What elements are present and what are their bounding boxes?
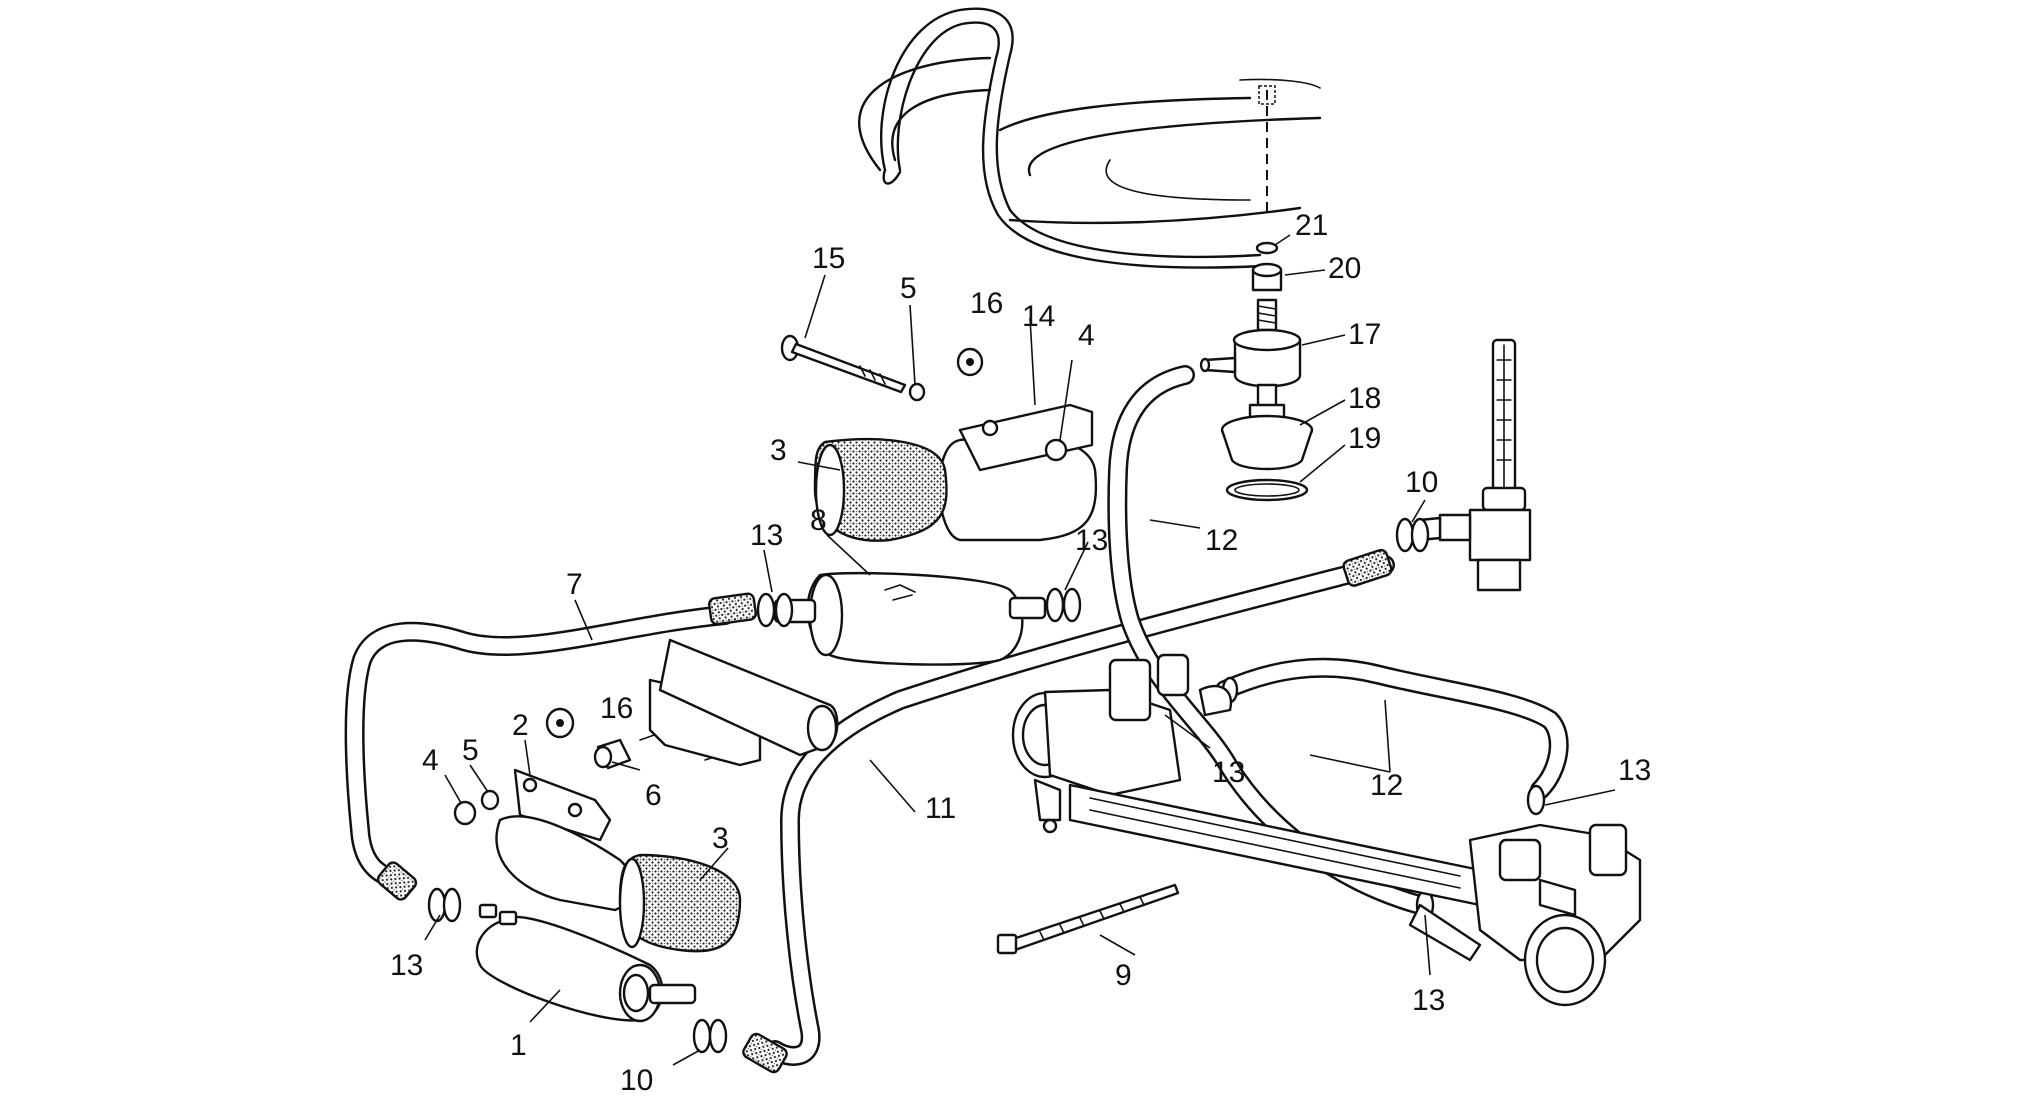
- callout-3-lower: 3: [712, 822, 729, 855]
- callout-18: 18: [1348, 382, 1381, 415]
- callout-5-lower: 5: [462, 734, 479, 767]
- callout-10-top: 10: [1405, 466, 1438, 499]
- callout-4-lower: 4: [422, 744, 439, 777]
- callout-13-lower-left: 13: [390, 949, 423, 982]
- callout-8: 8: [810, 504, 827, 537]
- callout-labels: 21 20 17 18 19 10 12 12 13 13 13 13 13 8…: [390, 209, 1651, 1097]
- callout-2: 2: [512, 709, 529, 742]
- carburettor-left: [1011, 653, 1233, 834]
- callout-10-bottom: 10: [620, 1064, 653, 1093]
- cable-tie-9: [996, 883, 1180, 955]
- callout-4-upper: 4: [1078, 319, 1095, 352]
- washer-5-lower: [480, 789, 500, 811]
- callout-14: 14: [1022, 300, 1055, 333]
- callout-13-right: 13: [1618, 754, 1651, 787]
- callout-6: 6: [645, 779, 662, 812]
- leader-lines: [424, 234, 1616, 1066]
- callout-13-upper-right: 13: [1075, 524, 1108, 557]
- hose-7: [344, 605, 735, 890]
- callout-12-bottom: 12: [1370, 769, 1403, 802]
- fuel-filter-8: [773, 571, 1047, 666]
- center-axis-line: [1258, 85, 1276, 215]
- callout-9: 9: [1115, 959, 1132, 992]
- lower-hardware: [453, 707, 731, 826]
- carburettor-right: [1468, 823, 1642, 1007]
- callout-13-bottom: 13: [1412, 984, 1445, 1017]
- callout-20: 20: [1328, 252, 1361, 285]
- callout-13-carb: 13: [1212, 756, 1245, 789]
- fuel-tap-assembly: [1199, 241, 1314, 502]
- washer-5-upper: [908, 382, 926, 402]
- callout-7: 7: [566, 568, 583, 601]
- callout-15: 15: [812, 242, 845, 275]
- callout-16-upper: 16: [970, 287, 1003, 320]
- fuel-tap-right: [1418, 338, 1532, 592]
- callout-13-upper-left: 13: [750, 519, 783, 552]
- washer-21: [1255, 241, 1279, 255]
- upper-fuel-pump: [813, 403, 1098, 542]
- callout-5-upper: 5: [900, 272, 917, 305]
- nut-4-lower: [453, 800, 477, 826]
- callout-1: 1: [510, 1029, 527, 1062]
- hose-12-right: [1215, 657, 1569, 800]
- hose-11: [765, 555, 1395, 1066]
- bolt-15: [780, 334, 984, 402]
- callout-19: 19: [1348, 422, 1381, 455]
- hose-sleeves: [376, 548, 1393, 1074]
- mounting-bracket: [648, 638, 839, 767]
- callout-3-upper: 3: [770, 434, 787, 467]
- fuel-tank: [858, 7, 1322, 269]
- callout-17: 17: [1348, 318, 1381, 351]
- callout-11: 11: [925, 792, 956, 825]
- callout-16-lower: 16: [600, 692, 633, 725]
- lower-fuel-pump: [475, 768, 742, 1023]
- callout-12-top: 12: [1205, 524, 1238, 557]
- callout-21: 21: [1295, 209, 1328, 242]
- ring-19: [1225, 478, 1309, 502]
